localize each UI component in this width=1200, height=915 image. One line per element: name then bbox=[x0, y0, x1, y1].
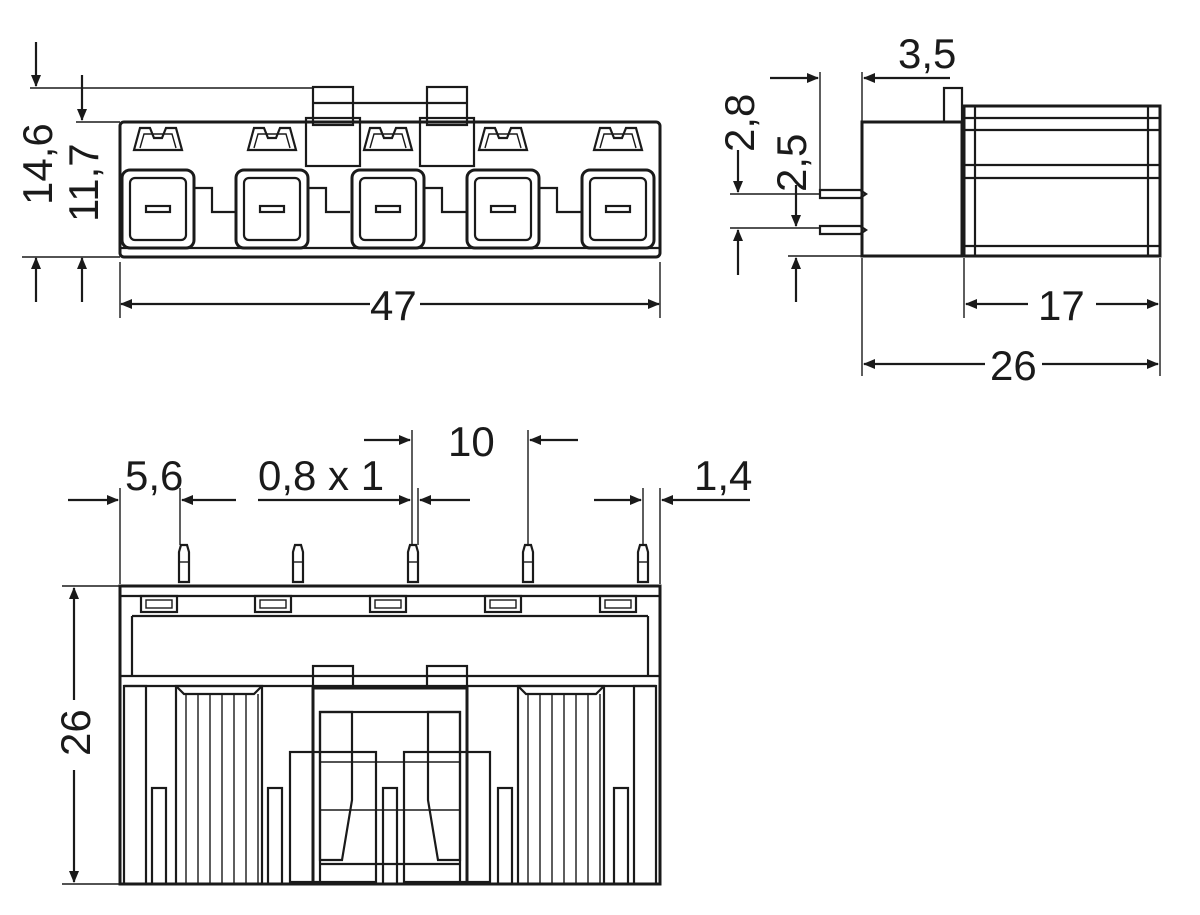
dim-edge-to-pin: 5,6 bbox=[125, 452, 183, 499]
contact-slot bbox=[258, 204, 286, 214]
contact-chamber bbox=[465, 126, 581, 250]
chamber-release-inner bbox=[599, 133, 637, 149]
pin-slot bbox=[598, 594, 638, 614]
chamber-release-inner bbox=[484, 133, 522, 149]
side-rail bbox=[632, 684, 658, 886]
pin-slot-inner bbox=[259, 599, 287, 609]
pin-slot bbox=[253, 594, 293, 614]
chamber-release-slot bbox=[362, 126, 414, 152]
dim-height-total: 14,6 bbox=[14, 123, 61, 205]
bottom-dimensions: 5,6 0,8 x 1 10 1,4 26 bbox=[52, 418, 752, 885]
rib-block bbox=[174, 684, 264, 886]
side-rear-housing bbox=[962, 104, 1162, 258]
dim-pin-offset: 2,8 bbox=[716, 94, 763, 152]
chamber-opening bbox=[465, 168, 541, 250]
dim-pin-to-edge: 1,4 bbox=[694, 452, 752, 499]
contact-chamber bbox=[580, 126, 656, 250]
solder-pin bbox=[521, 543, 535, 584]
contact-chamber bbox=[120, 126, 236, 250]
chamber-release-slot bbox=[592, 126, 644, 152]
solder-pin bbox=[406, 543, 420, 584]
side-view bbox=[818, 86, 1162, 258]
front-contact-chambers bbox=[120, 126, 656, 250]
pin-slot-inner bbox=[374, 599, 402, 609]
bottom-housing bbox=[118, 584, 662, 886]
pin-slot-inner bbox=[489, 599, 517, 609]
bottom-ribs-left bbox=[174, 684, 264, 886]
dim-pin-offset-inner: 2,5 bbox=[768, 134, 815, 192]
chamber-release-slot bbox=[246, 126, 298, 152]
chamber-inner bbox=[588, 176, 648, 242]
side-rail bbox=[122, 684, 148, 886]
chamber-inner bbox=[473, 176, 533, 242]
bottom-view bbox=[118, 543, 662, 886]
chamber-inner bbox=[128, 176, 188, 242]
contact-chamber bbox=[234, 126, 350, 250]
front-housing bbox=[118, 120, 662, 259]
dim-length-bottom: 26 bbox=[52, 709, 99, 756]
solder-pin bbox=[177, 543, 191, 584]
dim-depth-body: 17 bbox=[1038, 282, 1085, 329]
pin-slot-inner bbox=[604, 599, 632, 609]
dim-pin-size: 0,8 x 1 bbox=[258, 452, 384, 499]
pin-slot bbox=[483, 594, 523, 614]
contact-slot bbox=[374, 204, 402, 214]
chamber-release-inner bbox=[369, 133, 407, 149]
bottom-ribs-right bbox=[516, 684, 606, 886]
chamber-web bbox=[539, 186, 581, 214]
chamber-opening bbox=[350, 168, 426, 250]
front-dimensions: 14,6 11,7 47 bbox=[14, 42, 661, 329]
dim-flange: 3,5 bbox=[898, 30, 956, 77]
side-pin-upper bbox=[818, 188, 868, 200]
side-pin-lower bbox=[818, 224, 868, 236]
chamber-web bbox=[424, 186, 466, 214]
front-view bbox=[118, 85, 662, 259]
bottom-center-latch bbox=[288, 664, 492, 886]
chamber-release-inner bbox=[139, 133, 177, 149]
contact-slot bbox=[144, 204, 172, 214]
chamber-inner bbox=[242, 176, 302, 242]
dim-height-body: 11,7 bbox=[60, 143, 107, 222]
chamber-web bbox=[308, 186, 350, 214]
pin-slot bbox=[139, 594, 179, 614]
solder-pin bbox=[636, 543, 650, 584]
rib-block bbox=[516, 684, 606, 886]
rib-top bbox=[517, 685, 605, 696]
side-body bbox=[860, 120, 964, 258]
contact-chamber bbox=[350, 126, 466, 250]
pin-slot bbox=[368, 594, 408, 614]
chamber-release-inner bbox=[253, 133, 291, 149]
solder-pin bbox=[291, 543, 305, 584]
front-latch-tabs bbox=[304, 85, 476, 168]
bottom-pin-slots bbox=[139, 594, 638, 614]
chamber-opening bbox=[234, 168, 310, 250]
dim-pitch: 10 bbox=[448, 418, 495, 465]
chamber-inner bbox=[358, 176, 418, 242]
contact-slot bbox=[604, 204, 632, 214]
rib-top bbox=[175, 685, 263, 696]
pin-slot-inner bbox=[145, 599, 173, 609]
chamber-release-slot bbox=[477, 126, 529, 152]
chamber-release-slot bbox=[132, 126, 184, 152]
side-dimensions: 3,5 2,8 2,5 17 26 bbox=[716, 30, 1161, 389]
contact-slot bbox=[489, 204, 517, 214]
bottom-pins bbox=[177, 543, 650, 584]
chamber-opening bbox=[580, 168, 656, 250]
dim-depth-total: 26 bbox=[990, 342, 1037, 389]
dim-width: 47 bbox=[370, 282, 417, 329]
chamber-opening bbox=[120, 168, 196, 250]
chamber-web bbox=[194, 186, 236, 214]
